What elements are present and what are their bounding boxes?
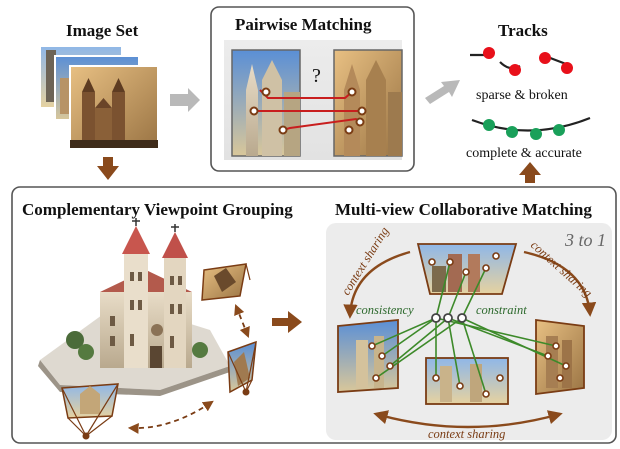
collab-bottom-image bbox=[425, 357, 509, 405]
pairwise-left-image bbox=[231, 49, 301, 157]
context-sharing-arrows bbox=[343, 250, 597, 429]
image-set-panel: Image Set bbox=[39, 21, 159, 149]
complete-track bbox=[471, 116, 591, 140]
tracks-title: Tracks bbox=[498, 21, 548, 40]
collab-panel: Multi-view Collaborative Matching 3 to 1 bbox=[326, 200, 612, 441]
church-icon bbox=[38, 218, 230, 396]
consistency-lines bbox=[371, 261, 567, 395]
pairwise-keypoints bbox=[249, 87, 367, 135]
camera-frustum-icon bbox=[61, 263, 257, 440]
arrow-down-to-grouping bbox=[97, 157, 119, 180]
context-sharing-bottom-label: context sharing bbox=[428, 427, 505, 441]
arrow-up-to-tracks bbox=[519, 162, 541, 183]
sparse-broken-label: sparse & broken bbox=[476, 88, 568, 103]
sparse-track bbox=[470, 47, 573, 76]
image-set-title: Image Set bbox=[66, 21, 139, 40]
tracks-panel: Tracks sparse & broken complete & accura… bbox=[466, 21, 591, 161]
constraint-label: constraint bbox=[476, 303, 527, 317]
consistency-label: consistency bbox=[356, 303, 414, 317]
complete-accurate-label: complete & accurate bbox=[466, 146, 582, 161]
ratio-label: 3 to 1 bbox=[564, 230, 606, 250]
pairwise-right-image bbox=[333, 49, 403, 157]
collab-left-image bbox=[337, 319, 399, 393]
collab-keypoints bbox=[368, 252, 570, 398]
pairwise-panel: Pairwise Matching ? bbox=[210, 6, 415, 172]
grouping-title: Complementary Viewpoint Grouping bbox=[22, 200, 293, 219]
pairwise-title: Pairwise Matching bbox=[235, 15, 372, 34]
arrow-to-pairwise bbox=[170, 88, 200, 112]
collab-title: Multi-view Collaborative Matching bbox=[335, 200, 592, 219]
collab-right-image bbox=[535, 318, 585, 396]
arrow-to-tracks bbox=[425, 80, 460, 104]
collab-hub-nodes bbox=[431, 313, 467, 323]
arrow-to-collab bbox=[272, 311, 302, 333]
photo-stack-icon bbox=[39, 45, 159, 149]
question-mark: ? bbox=[312, 65, 321, 87]
